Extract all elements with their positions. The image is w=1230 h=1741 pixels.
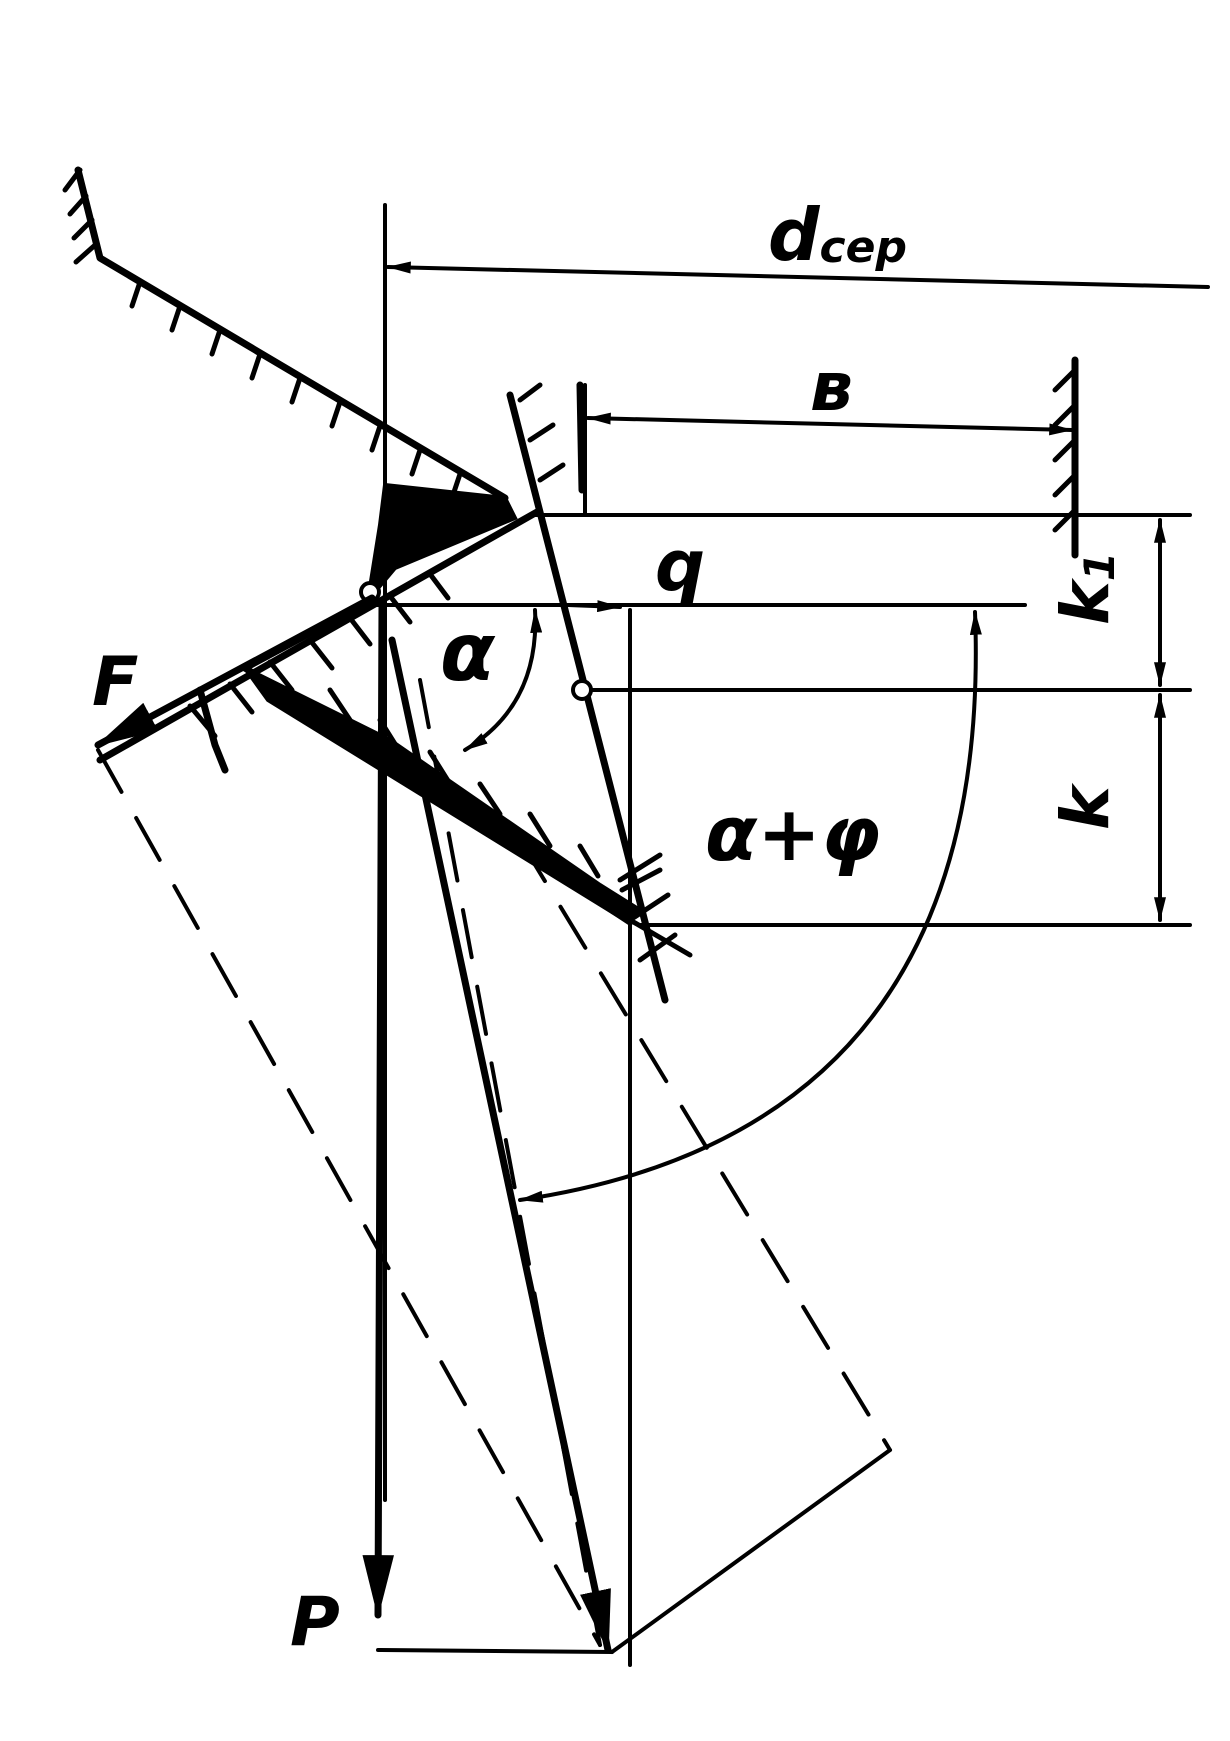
label-F: F (92, 643, 138, 722)
label-b: в (810, 348, 853, 427)
dimension-d (386, 261, 1210, 289)
force-parallelogram (376, 1448, 892, 1654)
pivot-right (571, 679, 593, 701)
label-k1-sub: 1 (1075, 552, 1124, 581)
label-d: dсер (768, 193, 907, 277)
label-k: k (1047, 782, 1124, 830)
dimension-q (566, 600, 622, 613)
inclined-rod (96, 508, 541, 774)
angle-alpha-phi (518, 610, 982, 1203)
resultant-force (388, 636, 612, 1654)
upper-block (364, 482, 518, 607)
force-F (94, 594, 376, 749)
label-k1-main: k (1047, 577, 1124, 625)
right-wall (1052, 356, 1079, 559)
force-P (362, 601, 394, 1619)
label-alpha-phi: α+φ (705, 789, 880, 878)
label-P: P (290, 1583, 340, 1662)
label-d-sub: сер (820, 222, 907, 273)
upper-left-wall (62, 166, 509, 502)
label-q: q (655, 525, 705, 607)
label-alpha: α (440, 606, 496, 699)
label-k1: k1 (1047, 552, 1124, 625)
label-d-main: d (768, 193, 821, 277)
dimension-b (586, 412, 1074, 436)
